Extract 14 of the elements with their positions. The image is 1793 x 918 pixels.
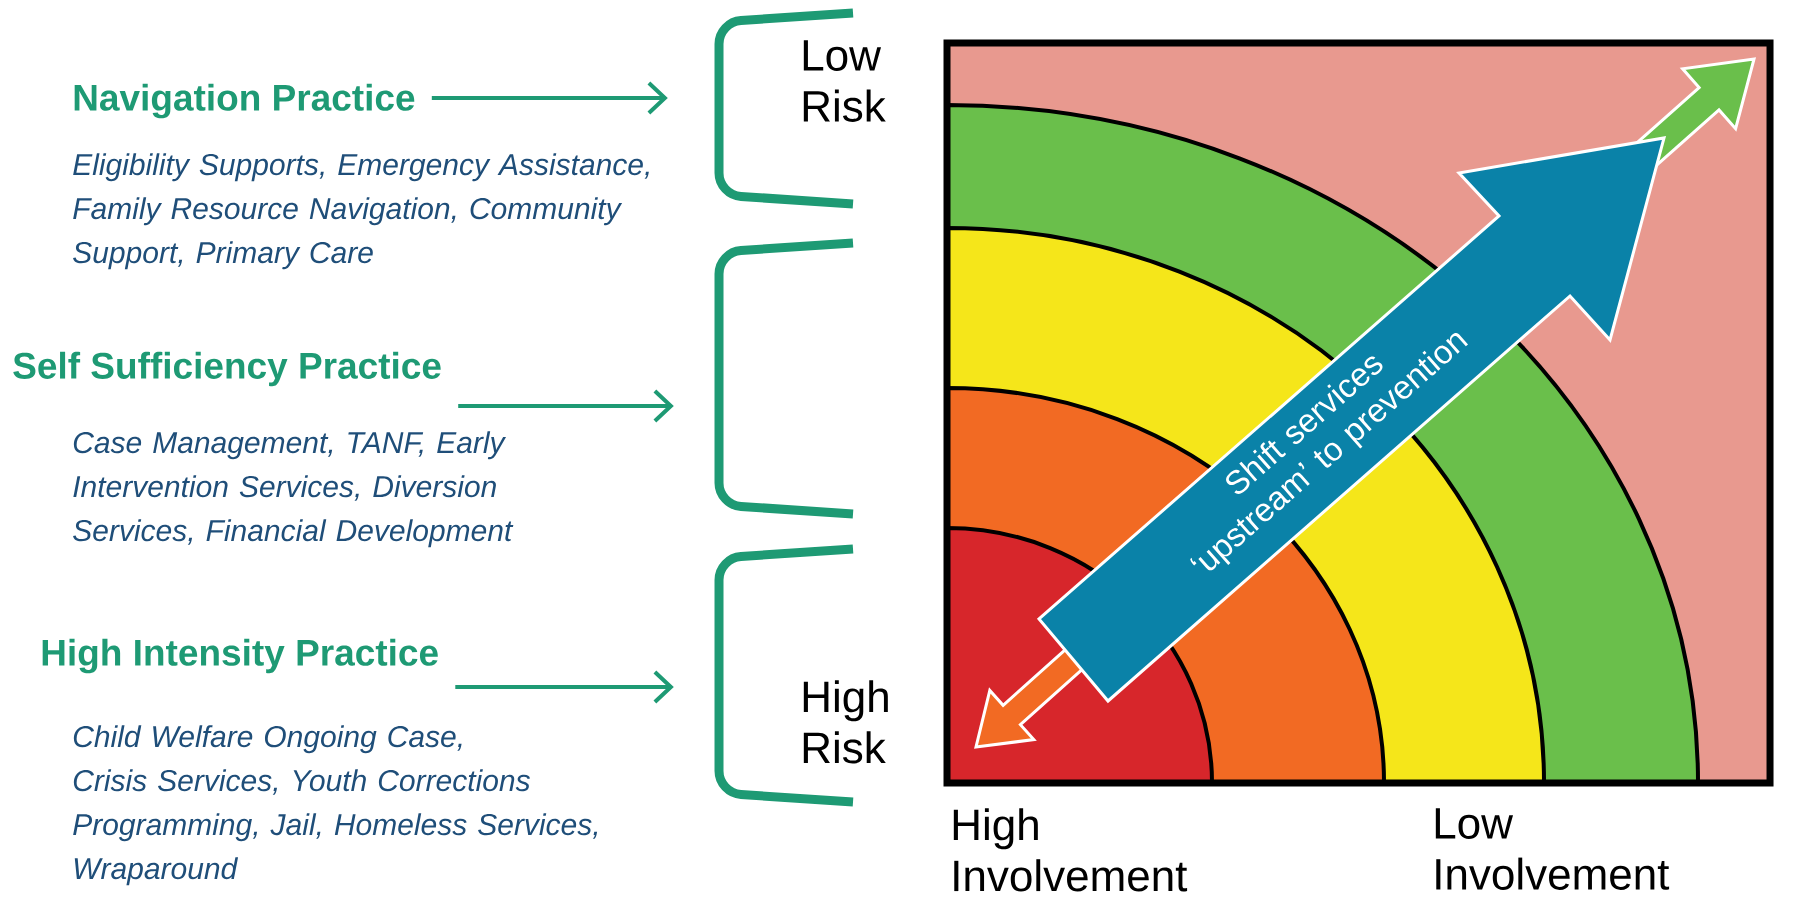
description-text: Case Management, TANF, Early Intervention Services, Diversion Services, Financial Development [73,431,514,548]
heading: Self Sufficiency Practice [13,351,441,387]
arrow [458,389,674,423]
heading: High Intensity Practice [42,638,438,674]
arrow [431,81,668,115]
axis-label: High Involvement [953,808,1188,892]
arrow [455,670,674,704]
description-text: Child Welfare Ongoing Case, Crisis Services, Youth Corrections Programming, Jail, Homeless Services, Wraparound [73,725,598,886]
axis-label: Low Involvement [1435,808,1670,890]
axis-label: Low Risk [803,40,886,122]
bracket [714,238,854,519]
heading: Navigation Practice [74,83,415,119]
axis-label: High Risk [803,680,888,764]
description-text: Eligibility Supports, Emergency Assistance, Family Resource Navigation, Community Support, Primary Care [73,153,649,270]
